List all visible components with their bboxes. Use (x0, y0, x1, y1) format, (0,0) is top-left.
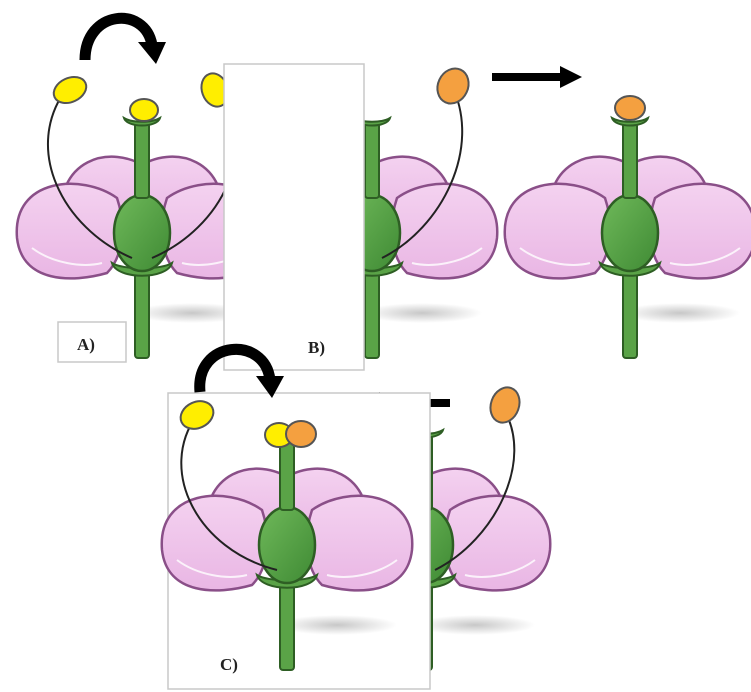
label-a: A) (77, 335, 95, 354)
label-b: B) (308, 338, 325, 357)
panel-right-flower (505, 96, 751, 358)
stigma-pollen-orange (615, 96, 645, 120)
anther-orange-b (432, 63, 474, 108)
label-c: C) (220, 655, 238, 674)
label-a-box: A) (58, 322, 126, 362)
anther-yellow-left (50, 72, 91, 108)
panel-b-frame: B) (224, 64, 364, 370)
stigma-pollen-orange-c (286, 421, 316, 447)
straight-arrow-icon (492, 66, 582, 88)
stigma-pollen-yellow (130, 99, 158, 121)
curved-arrow-icon (85, 18, 166, 64)
anther-orange-bottom (486, 383, 525, 426)
